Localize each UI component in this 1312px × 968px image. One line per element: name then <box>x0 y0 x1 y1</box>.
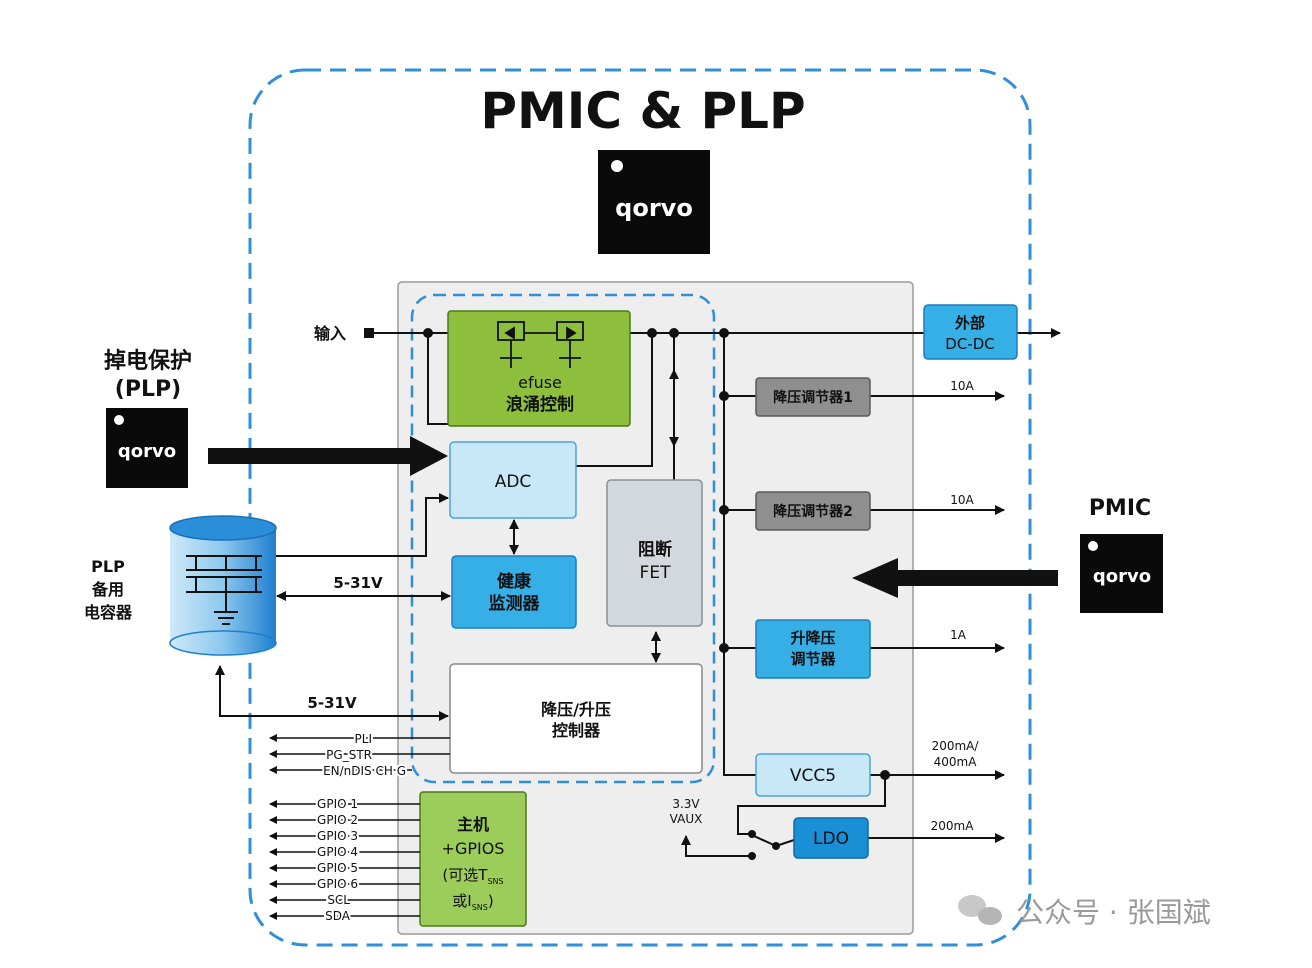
health-label-1: 健康 <box>497 571 532 592</box>
cap-label-line2: 备用 <box>91 580 124 599</box>
gpio-label-2: GPIO 2 <box>317 813 358 827</box>
plp-label-line1: 掉电保护 <box>104 349 192 374</box>
host-label-4: 或ISNS) <box>452 892 493 912</box>
plp-big-arrow <box>208 436 448 476</box>
host-label-2: +GPIOS <box>442 839 505 858</box>
pmic-plp-boundary <box>248 68 1032 947</box>
plp-capacitor <box>169 515 277 656</box>
qorvo-logo-top: qorvo <box>598 150 710 254</box>
svg-text:qorvo: qorvo <box>615 194 693 222</box>
health-monitor-block: 健康 监测器 <box>451 555 577 629</box>
gpio-label-scl: SCL <box>327 893 350 907</box>
ldo-label: LDO <box>813 829 849 849</box>
qorvo-logo-left: qorvo <box>106 408 188 488</box>
bb-ctrl-label-1: 降压/升压 <box>541 700 611 719</box>
gpio-labels: GPIO 1 GPIO 2 GPIO 3 GPIO 4 GPIO 5 GPIO … <box>315 795 360 925</box>
signal-en-ndis: EN/nDIS CH G <box>323 764 406 778</box>
vcc5-block: VCC5 <box>755 753 871 797</box>
gpio-lines <box>269 800 420 920</box>
voltage-label-1: 5-31V <box>333 574 383 592</box>
health-label-2: 监测器 <box>489 593 541 614</box>
host-label-1: 主机 <box>457 815 489 834</box>
input-terminal <box>364 328 374 338</box>
host-gpio-block: 主机 +GPIOS (可选TSNS 或ISNS) <box>419 791 527 927</box>
fet-label-1: 阻断 <box>638 539 672 560</box>
qorvo-logo-right: qorvo <box>1080 534 1163 613</box>
ldo-block: LDO <box>793 817 869 859</box>
ext-dcdc-label-2: DC-DC <box>945 335 994 353</box>
signal-pli: PLI <box>355 732 372 746</box>
input-label: 输入 <box>314 324 346 343</box>
efuse-label-1: efuse <box>518 373 562 392</box>
external-dcdc-block: 外部 DC-DC <box>923 304 1018 360</box>
junction-dots <box>423 328 890 780</box>
output-label-3: 1A <box>950 628 967 642</box>
fet-label-2: FET <box>640 563 672 583</box>
pmic-big-arrow <box>852 558 1058 598</box>
bb-ctrl-label-2: 控制器 <box>552 721 601 740</box>
vcc5-label: VCC5 <box>790 766 836 786</box>
control-signal-lines <box>269 734 450 774</box>
output-label-4a: 200mA/ <box>932 739 980 753</box>
diagram-title: PMIC & PLP <box>480 82 805 140</box>
blocking-fet-block: 阻断 FET <box>606 479 703 627</box>
gpio-label-sda: SDA <box>325 909 351 923</box>
gpio-label-4: GPIO 4 <box>317 845 358 859</box>
adc-block: ADC <box>449 441 577 519</box>
buck2-label: 降压调节器2 <box>773 503 853 520</box>
signal-pg-str: PG_STR <box>326 748 372 762</box>
cap-label-line1: PLP <box>91 557 125 576</box>
vaux-label-2: VAUX <box>670 812 703 826</box>
buck-regulator-2-block: 降压调节器2 <box>755 491 871 531</box>
svg-text:qorvo: qorvo <box>118 441 176 462</box>
watermark-text: 公众号 · 张国斌 <box>1016 896 1211 929</box>
output-label-5: 200mA <box>931 819 975 833</box>
bb-reg-label-1: 升降压 <box>790 629 835 647</box>
svg-text:qorvo: qorvo <box>1093 566 1151 587</box>
output-label-4b: 400mA <box>934 755 978 769</box>
host-label-3: (可选TSNS <box>442 866 503 886</box>
ldo-switch <box>748 830 795 860</box>
efuse-label-2: 浪涌控制 <box>506 394 574 415</box>
fet-double-arrows <box>509 333 679 663</box>
buck-boost-controller-block: 降压/升压 控制器 <box>449 663 703 774</box>
vaux-label-1: 3.3V <box>672 797 700 811</box>
plp-section-boundary <box>410 293 716 784</box>
watermark: 公众号 · 张国斌 <box>958 895 1211 929</box>
buck-regulator-1-block: 降压调节器1 <box>755 377 871 417</box>
ext-dcdc-label-1: 外部 <box>954 314 985 332</box>
gpio-label-5: GPIO 5 <box>317 861 358 875</box>
gpio-label-3: GPIO 3 <box>317 829 358 843</box>
gpio-label-6: GPIO 6 <box>317 877 358 891</box>
output-label-2: 10A <box>950 493 974 507</box>
gpio-label-1: GPIO 1 <box>317 797 358 811</box>
voltage-label-2: 5-31V <box>307 694 357 712</box>
output-arrows <box>980 391 1005 843</box>
mosfet-icon <box>497 321 584 368</box>
buck1-label: 降压调节器1 <box>773 389 853 406</box>
wechat-icon <box>958 895 1002 925</box>
plp-label-line2: (PLP) <box>115 377 181 402</box>
efuse-block: efuse 浪涌控制 <box>447 310 631 427</box>
adc-label: ADC <box>495 472 532 492</box>
output-label-1: 10A <box>950 379 974 393</box>
cap-label-line3: 电容器 <box>84 603 133 622</box>
pmic-label: PMIC <box>1089 496 1151 521</box>
buck-boost-regulator-block: 升降压 调节器 <box>755 619 871 679</box>
bb-reg-label-2: 调节器 <box>790 650 836 668</box>
